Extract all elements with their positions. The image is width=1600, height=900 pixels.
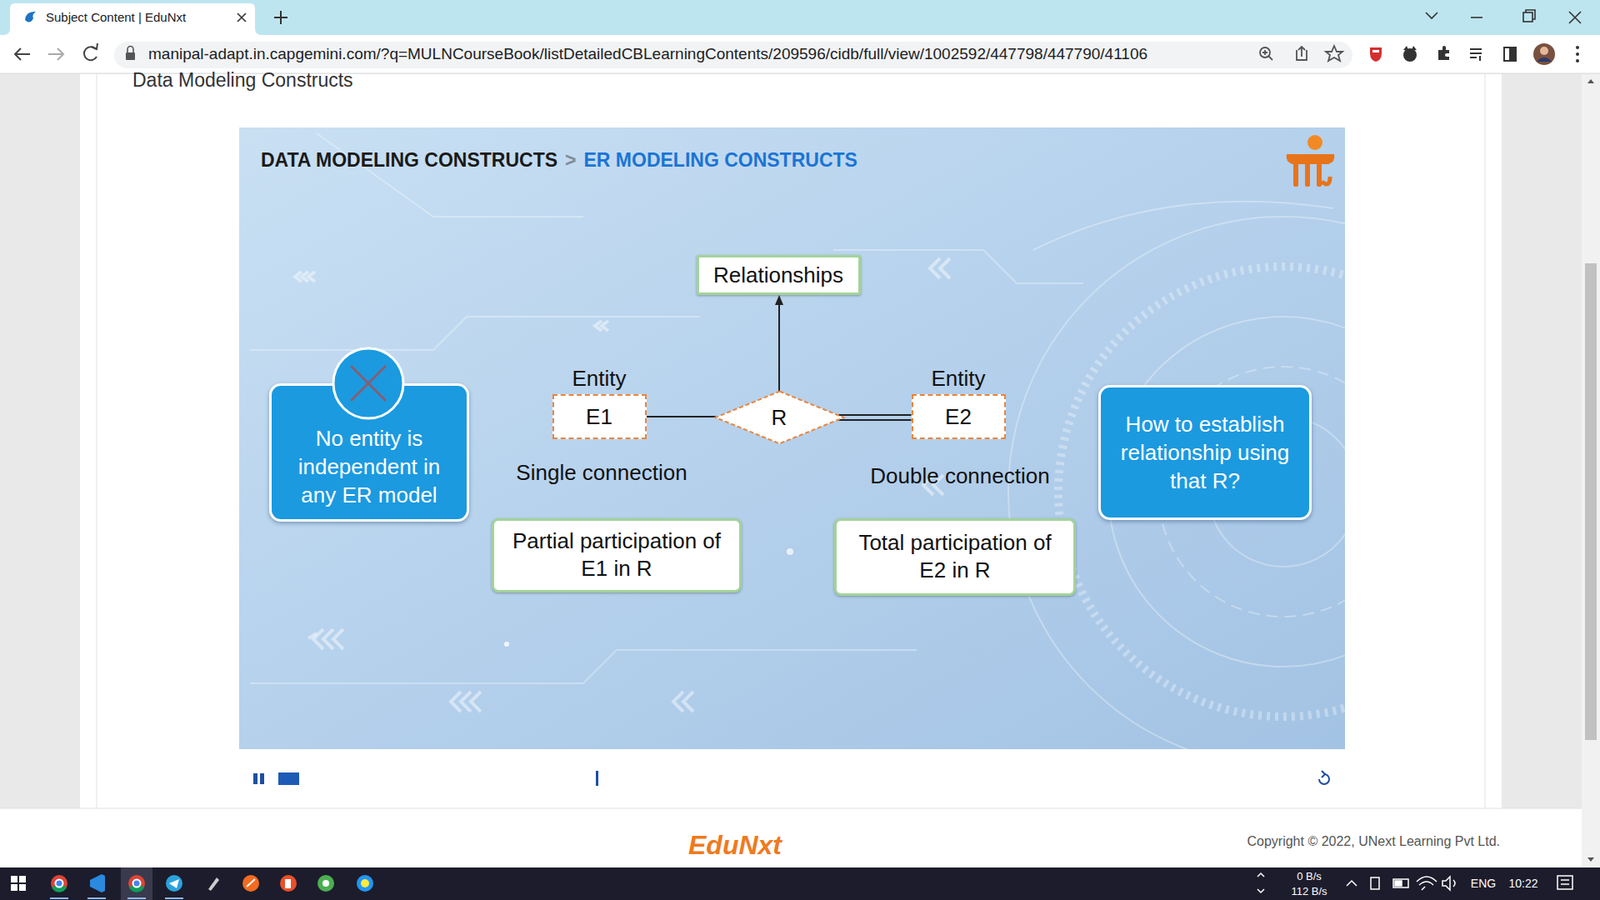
scrollbar-arrows (1587, 79, 1595, 862)
tab-favicon (25, 11, 36, 23)
connection-label: Single connection (515, 460, 687, 486)
taskbar-apps (50, 867, 374, 900)
language-indicator: ENG (1470, 876, 1496, 891)
relationship-diamond: R (714, 390, 845, 445)
address-bar-icons (1260, 45, 1343, 61)
node-text: No entity is independent in any ER model (285, 424, 454, 510)
page-heading: Data Modeling Constructs (132, 69, 354, 93)
participation-box: Partial participation of E1 in R (491, 518, 742, 593)
entity-box: EntityE1 (552, 394, 647, 440)
node-text: R (771, 405, 788, 430)
node-text: Partial participation of E1 in R (505, 527, 728, 583)
connector-line (778, 305, 780, 391)
page-background (0, 74, 1582, 809)
url-text: manipal-adapt.in.capgemini.com/?q=MULNCo… (148, 45, 1148, 65)
node-text: How to establish relationship using that… (1115, 410, 1295, 495)
relationship-box: Relationships (696, 255, 861, 295)
connector-line (838, 415, 911, 420)
extension-icons (1370, 43, 1580, 65)
connection-label: Double connection (870, 463, 1050, 490)
arrow-head (775, 295, 784, 305)
scrollbar-track (1581, 74, 1600, 868)
note-box: No entity is independent in any ER model (269, 383, 470, 522)
network-speed: 0 B/s (1296, 870, 1322, 884)
taskbar (0, 867, 1600, 900)
participation-box: Total participation of E2 in R (834, 518, 1076, 596)
lock-icon (125, 46, 135, 61)
footer-border (0, 808, 1582, 810)
brand-logo: EduNxt (688, 829, 782, 861)
entity-heading: Entity (571, 365, 626, 391)
slide-background (239, 127, 1345, 750)
network-speed: 112 B/s (1290, 885, 1327, 899)
toolbar (0, 35, 1600, 74)
footer (0, 808, 1582, 868)
slide-decoration (250, 133, 1345, 750)
panel-border (1485, 74, 1486, 809)
connector-line (646, 415, 716, 418)
tab-close-icon (237, 13, 246, 22)
start-button (10, 875, 26, 891)
node-text: Total participation of E2 in R (848, 529, 1062, 585)
brand-mark (1286, 135, 1335, 187)
node-text: E1 (585, 404, 613, 430)
navigation-buttons (15, 43, 98, 60)
breadcrumb-separator: > (565, 149, 576, 173)
tab-strip (0, 0, 1600, 35)
slide-title: DATA MODELING CONSTRUCTS (260, 149, 558, 173)
copyright-text: Copyright © 2022, UNext Learning Pvt Ltd… (1246, 833, 1500, 850)
tab-title: Subject Content | EduNxt (45, 10, 186, 25)
window-controls (1425, 10, 1581, 24)
connector (646, 416, 716, 418)
new-tab-icon (274, 10, 288, 25)
node-text: E2 (945, 404, 972, 430)
player-controls (253, 770, 1330, 786)
clock-time: 10:22 (1508, 876, 1538, 891)
address-bar (114, 41, 1353, 69)
slide-subtitle: ER MODELING CONSTRUCTS (584, 149, 858, 173)
diamond-shape (715, 391, 844, 445)
entity-heading: Entity (930, 365, 985, 391)
node-text: Relationships (713, 259, 844, 291)
connector (838, 415, 911, 420)
cross-icon (333, 348, 404, 419)
entity-box: EntityE2 (911, 394, 1006, 440)
content-panel (80, 74, 1502, 809)
question-box: How to establish relationship using that… (1098, 385, 1312, 520)
active-tab (3, 3, 262, 35)
scrollbar-thumb (1585, 263, 1597, 740)
connector (775, 295, 784, 391)
panel-border (96, 74, 98, 809)
